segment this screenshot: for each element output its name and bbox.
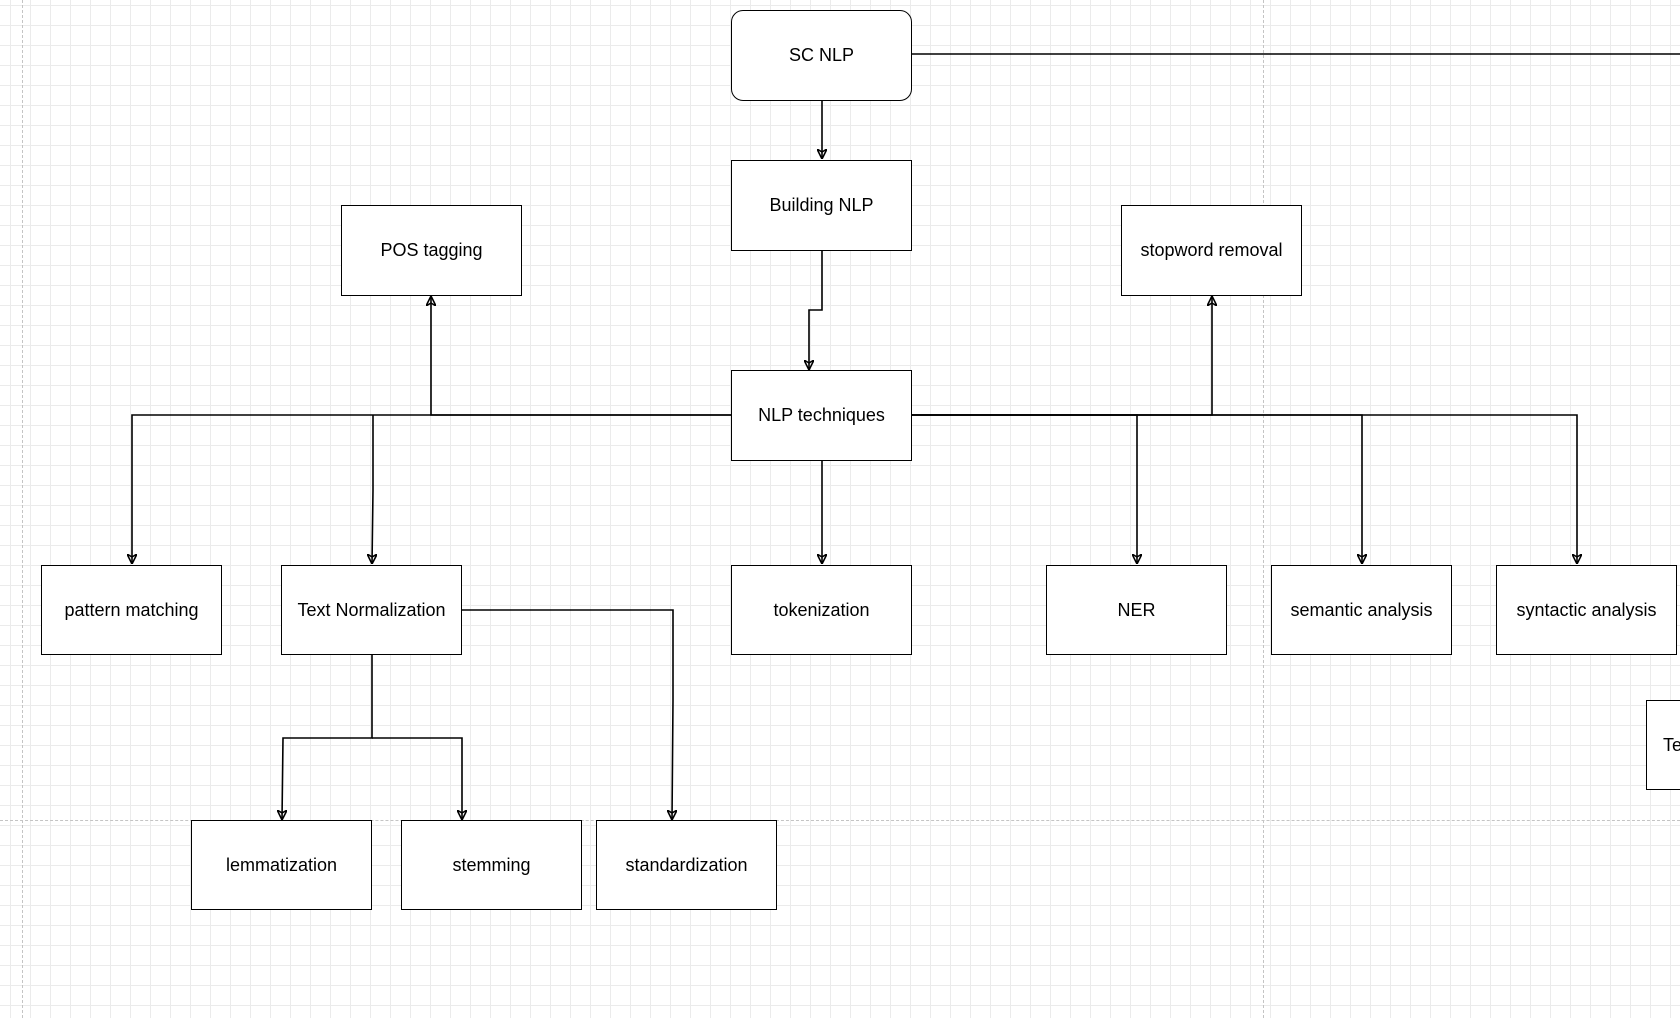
node-label: NLP techniques — [758, 405, 885, 425]
edge-nlp-techniques-pattern-matching — [132, 414, 731, 564]
node-semantic-analysis[interactable]: semantic analysis — [1271, 565, 1452, 655]
page-break-line — [22, 0, 23, 1018]
node-stemming[interactable]: stemming — [401, 820, 582, 910]
node-label: tokenization — [773, 599, 870, 620]
node-label: Te — [1663, 734, 1680, 755]
edge-text-normalization-standardization — [462, 609, 673, 820]
node-tokenization[interactable]: tokenization — [731, 565, 912, 655]
node-label: syntactic analysis — [1516, 599, 1657, 620]
node-label: Text Normalization — [297, 599, 446, 620]
edge-nlp-techniques-stopword-removal — [912, 296, 1212, 416]
edge-building-nlp-nlp-techniques — [809, 251, 823, 370]
node-pos-tagging[interactable]: POS tagging — [341, 205, 522, 296]
node-text-normalization[interactable]: Text Normalization — [281, 565, 462, 655]
node-label: SC NLP — [788, 45, 855, 65]
node-stopword-removal[interactable]: stopword removal — [1121, 205, 1302, 296]
page-break-line — [0, 820, 1680, 821]
page-break-line — [1263, 0, 1264, 1018]
node-nlp-techniques[interactable]: NLP techniques — [731, 370, 912, 461]
node-sc-nlp[interactable]: SC NLP — [731, 10, 912, 101]
node-lemmatization[interactable]: lemmatization — [191, 820, 372, 910]
node-label: NER — [1117, 599, 1156, 620]
node-building-nlp[interactable]: Building NLP — [731, 160, 912, 251]
node-label: pattern matching — [64, 599, 199, 620]
node-label: POS tagging — [380, 240, 483, 260]
node-standardization[interactable]: standardization — [596, 820, 777, 910]
edge-nlp-techniques-text-normalization — [372, 415, 373, 564]
edge-nlp-techniques-pos-tagging — [431, 296, 731, 416]
node-label: standardization — [625, 854, 748, 875]
edge-nlp-techniques-syntactic-analysis — [912, 414, 1577, 564]
node-ner[interactable]: NER — [1046, 565, 1227, 655]
node-syntactic-analysis[interactable]: syntactic analysis — [1496, 565, 1677, 655]
node-label: lemmatization — [225, 854, 338, 875]
edge-text-normalization-lemmatization — [282, 655, 373, 820]
node-label: semantic analysis — [1290, 599, 1433, 620]
node-label: Building NLP — [769, 195, 874, 215]
node-label: stemming — [452, 854, 531, 875]
node-pattern-matching[interactable]: pattern matching — [41, 565, 222, 655]
edge-nlp-techniques-ner — [912, 414, 1137, 564]
node-partial-offscreen[interactable]: Te — [1646, 700, 1680, 790]
edge-text-normalization-stemming — [372, 737, 462, 820]
node-label: stopword removal — [1140, 240, 1283, 260]
